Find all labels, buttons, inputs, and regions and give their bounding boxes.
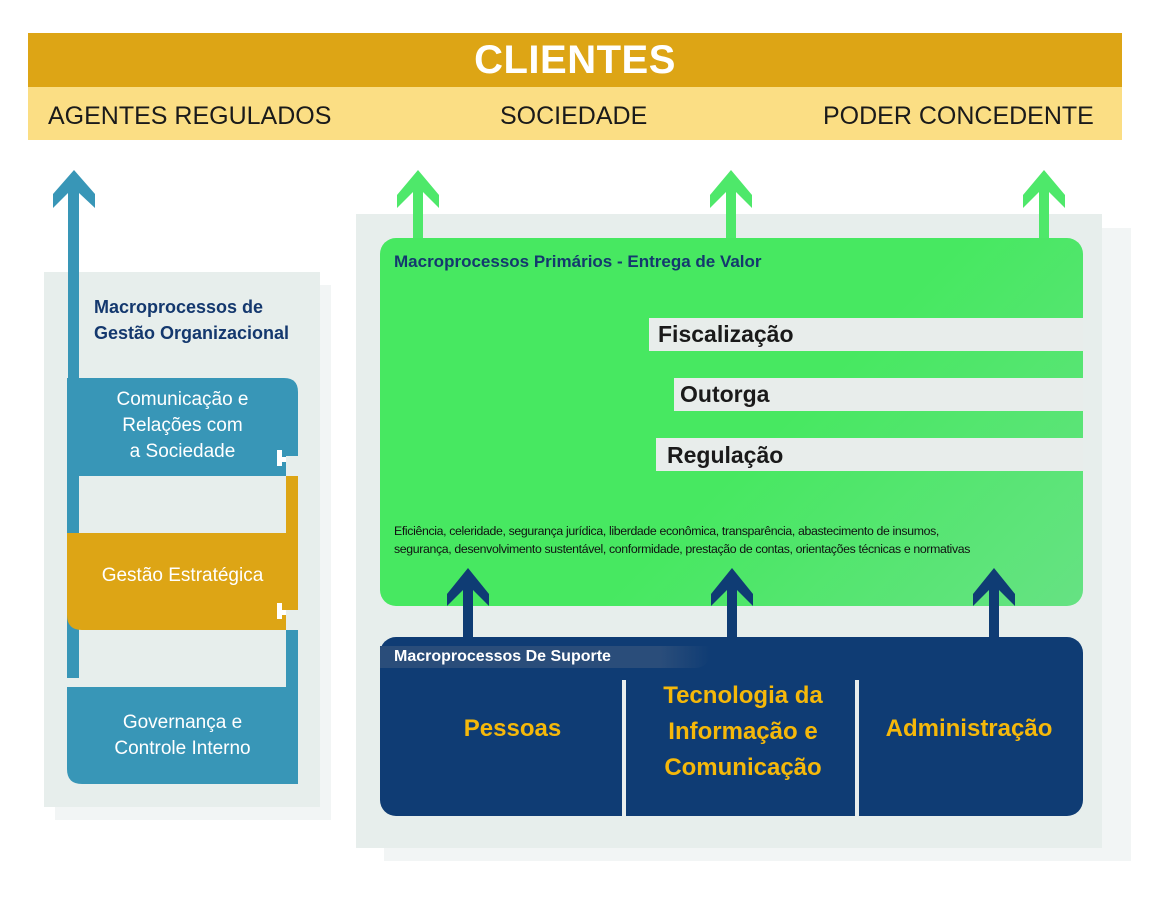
org-box-gestao-label: Gestão Estratégica (80, 563, 285, 589)
label-line: Comunicação e (116, 389, 249, 410)
label-line: Informação e (668, 718, 818, 745)
clients-title: CLIENTES (474, 38, 676, 82)
client-groups-bar (28, 87, 1122, 140)
label-line: Pessoas (463, 715, 562, 742)
process-bar-fiscalizacao (649, 318, 1083, 351)
client-poder-concedente: PODER CONCEDENTE (823, 102, 1094, 130)
value-attributes: Eficiência, celeridade, segurança jurídi… (394, 522, 1084, 558)
org-box-comunicacao-label: Comunicação e Relações com a Sociedade (80, 387, 285, 465)
support-divider (855, 680, 859, 816)
arrow-up-green-icon (397, 170, 439, 240)
org-gap-1 (79, 476, 286, 534)
clients-header-bar (28, 33, 1122, 87)
primary-processes-box (380, 238, 1083, 606)
org-connector-gold (286, 476, 298, 536)
client-sociedade: SOCIEDADE (500, 102, 648, 130)
org-gap-2 (79, 630, 286, 688)
org-connector-teal (286, 630, 298, 690)
process-fiscalizacao: Fiscalização (658, 321, 794, 347)
support-administracao: Administração (860, 711, 1078, 747)
connector-notch-tab-2 (277, 610, 286, 615)
support-tic: Tecnologia da Informação e Comunicação (630, 678, 856, 786)
support-title-bg (380, 646, 710, 668)
label-line: a Sociedade (129, 441, 236, 462)
primary-title: Macroprocessos Primários - Entrega de Va… (394, 252, 762, 271)
arrow-up-teal-icon (53, 170, 95, 380)
org-title-line1: Macroprocessos de (94, 297, 264, 317)
client-agentes-regulados: AGENTES REGULADOS (48, 102, 332, 130)
green-arrows (397, 170, 1065, 240)
arrow-up-green-icon (710, 170, 752, 240)
org-title: Macroprocessos de Gestão Organizacional (94, 294, 324, 346)
label-line: Comunicação (664, 754, 822, 781)
values-line2: segurança, desenvolvimento sustentável, … (394, 542, 971, 556)
process-outorga: Outorga (680, 381, 770, 407)
label-line: Gestão Estratégica (101, 565, 264, 586)
org-box-governanca-label: Governança e Controle Interno (80, 710, 285, 762)
label-line: Administração (885, 715, 1053, 742)
org-box-gestao (67, 533, 298, 630)
org-title-line2: Gestão Organizacional (94, 323, 290, 343)
arrow-up-green-icon (1023, 170, 1065, 240)
org-box-comunicacao (67, 378, 298, 476)
label-line: Relações com (122, 415, 243, 436)
process-regulacao: Regulação (667, 442, 784, 468)
label-line: Tecnologia da (663, 682, 823, 709)
org-box-governanca (67, 687, 298, 784)
values-line1: Eficiência, celeridade, segurança jurídi… (394, 524, 939, 538)
process-bar-regulacao (656, 438, 1083, 471)
support-pessoas: Pessoas (400, 711, 625, 747)
connector-notch-tab (277, 457, 286, 462)
support-divider (622, 680, 626, 816)
label-line: Controle Interno (114, 738, 251, 759)
process-bar-outorga (674, 378, 1083, 411)
label-line: Governança e (122, 712, 243, 733)
support-title: Macroprocessos De Suporte (394, 648, 611, 665)
